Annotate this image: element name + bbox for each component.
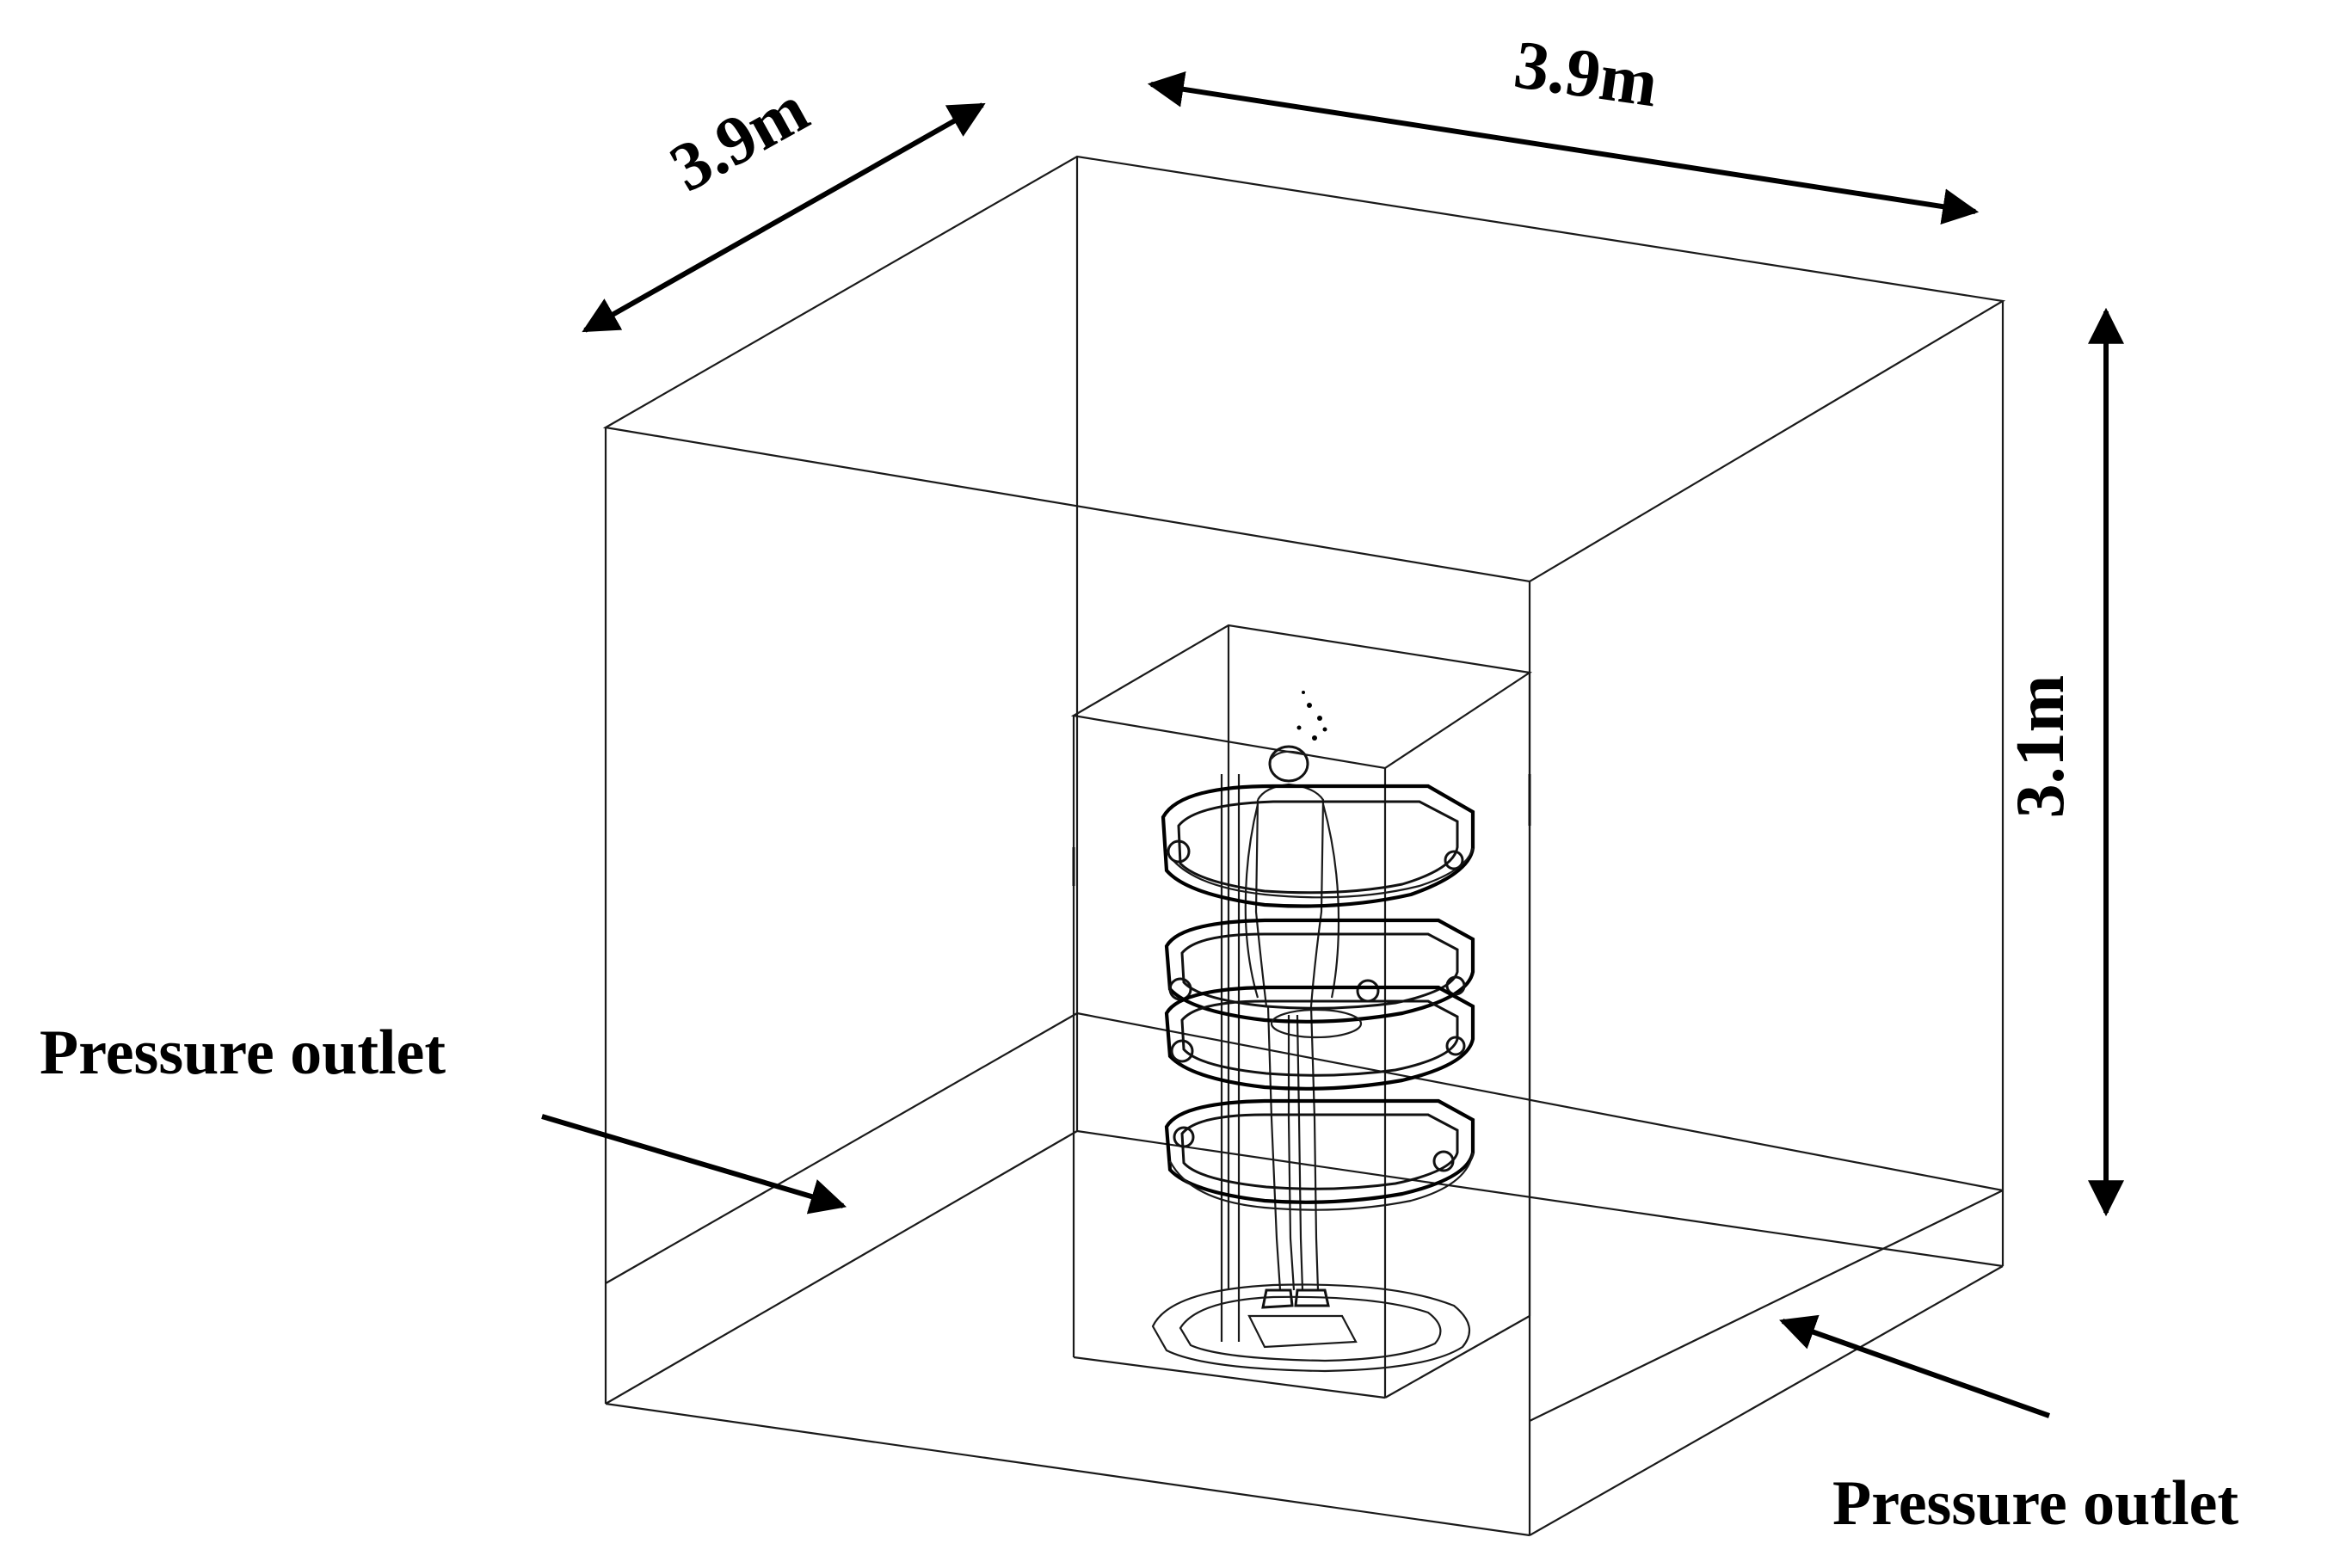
left-outlet-pointer — [541, 1114, 847, 1214]
depth-dimension-arrow — [582, 102, 986, 333]
height-label: 3.1m — [2003, 675, 2078, 819]
outer-box — [602, 155, 2006, 1537]
width-dimension-arrow — [1147, 71, 1980, 224]
inner-box — [1070, 624, 1532, 1399]
depth-label: 3.9m — [658, 71, 820, 206]
outlet-label-right: Pressure outlet — [1832, 1468, 2239, 1539]
outlet-label-left: Pressure outlet — [40, 1018, 446, 1088]
ring-nozzles — [1151, 784, 1475, 1373]
width-label: 3.9m — [1510, 27, 1662, 121]
right-outlet-pointer — [1779, 1314, 2051, 1418]
occupant-model — [1244, 691, 1340, 1309]
